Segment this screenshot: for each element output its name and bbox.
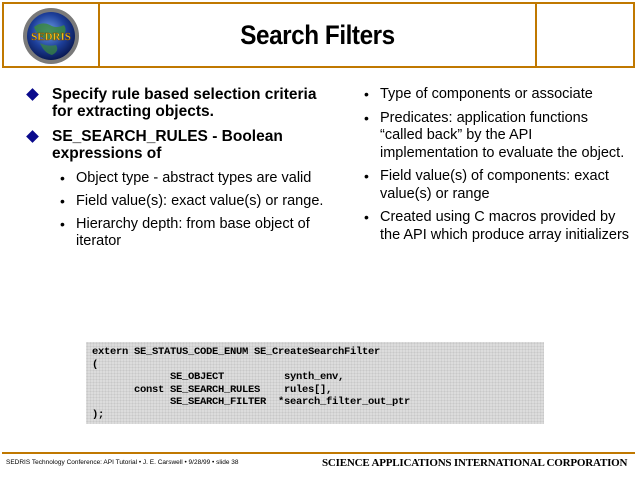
right-column: • Type of components or associate • Pred… [360,86,630,250]
sub-bullet-text: Object type - abstract types are valid [76,170,312,186]
sub-bullet-item: • Object type - abstract types are valid [26,170,326,187]
page-title: Search Filters [240,20,395,50]
right-bullet-text: Predicates: application functions “calle… [380,109,625,161]
logo-text: SEDRIS [31,31,71,43]
dot-bullet-icon: • [60,170,65,186]
code-block: extern SE_STATUS_CODE_ENUM SE_CreateSear… [86,342,544,424]
sub-bullet-item: • Hierarchy depth: from base object of i… [26,216,326,250]
bullet-text: SE_SEARCH_RULES - Boolean expressions of [52,128,283,162]
left-column: Specify rule based selection criteria fo… [26,86,326,256]
globe-logo-icon: SEDRIS [23,8,79,64]
right-bullet-text: Created using C macros provided by the A… [380,209,630,243]
bullet-item: SE_SEARCH_RULES - Boolean expressions of [26,128,326,162]
dot-bullet-icon: • [364,109,369,126]
bullet-text: Specify rule based selection criteria fo… [52,86,317,120]
dot-bullet-icon: • [60,216,65,232]
dot-bullet-icon: • [364,209,369,225]
sub-bullet-text: Field value(s): exact value(s) or range. [76,193,324,209]
diamond-bullet-icon [26,130,39,143]
dot-bullet-icon: • [364,86,369,102]
sub-bullet-item: • Field value(s): exact value(s) or rang… [26,193,326,210]
right-bullet-item: • Field value(s) of components: exact va… [360,168,630,203]
footer-divider [2,452,635,454]
corner-panel [535,2,635,68]
right-bullet-text: Field value(s) of components: exact valu… [380,168,609,202]
diamond-bullet-icon [26,88,39,101]
sub-bullet-text: Hierarchy depth: from base object of ite… [76,216,310,249]
right-bullet-item: • Created using C macros provided by the… [360,209,630,244]
dot-bullet-icon: • [364,168,369,184]
code-text: extern SE_STATUS_CODE_ENUM SE_CreateSear… [92,346,411,421]
right-bullet-item: • Predicates: application functions “cal… [360,110,630,163]
right-bullet-item: • Type of components or associate [360,86,630,104]
right-bullet-text: Type of components or associate [380,86,593,102]
bullet-item: Specify rule based selection criteria fo… [26,86,326,120]
title-panel: Search Filters [100,2,535,68]
footer-citation: SEDRIS Technology Conference: API Tutori… [6,459,239,466]
logo-panel: SEDRIS [2,2,100,68]
footer-company: SCIENCE APPLICATIONS INTERNATIONAL CORPO… [322,457,628,469]
dot-bullet-icon: • [60,193,65,209]
